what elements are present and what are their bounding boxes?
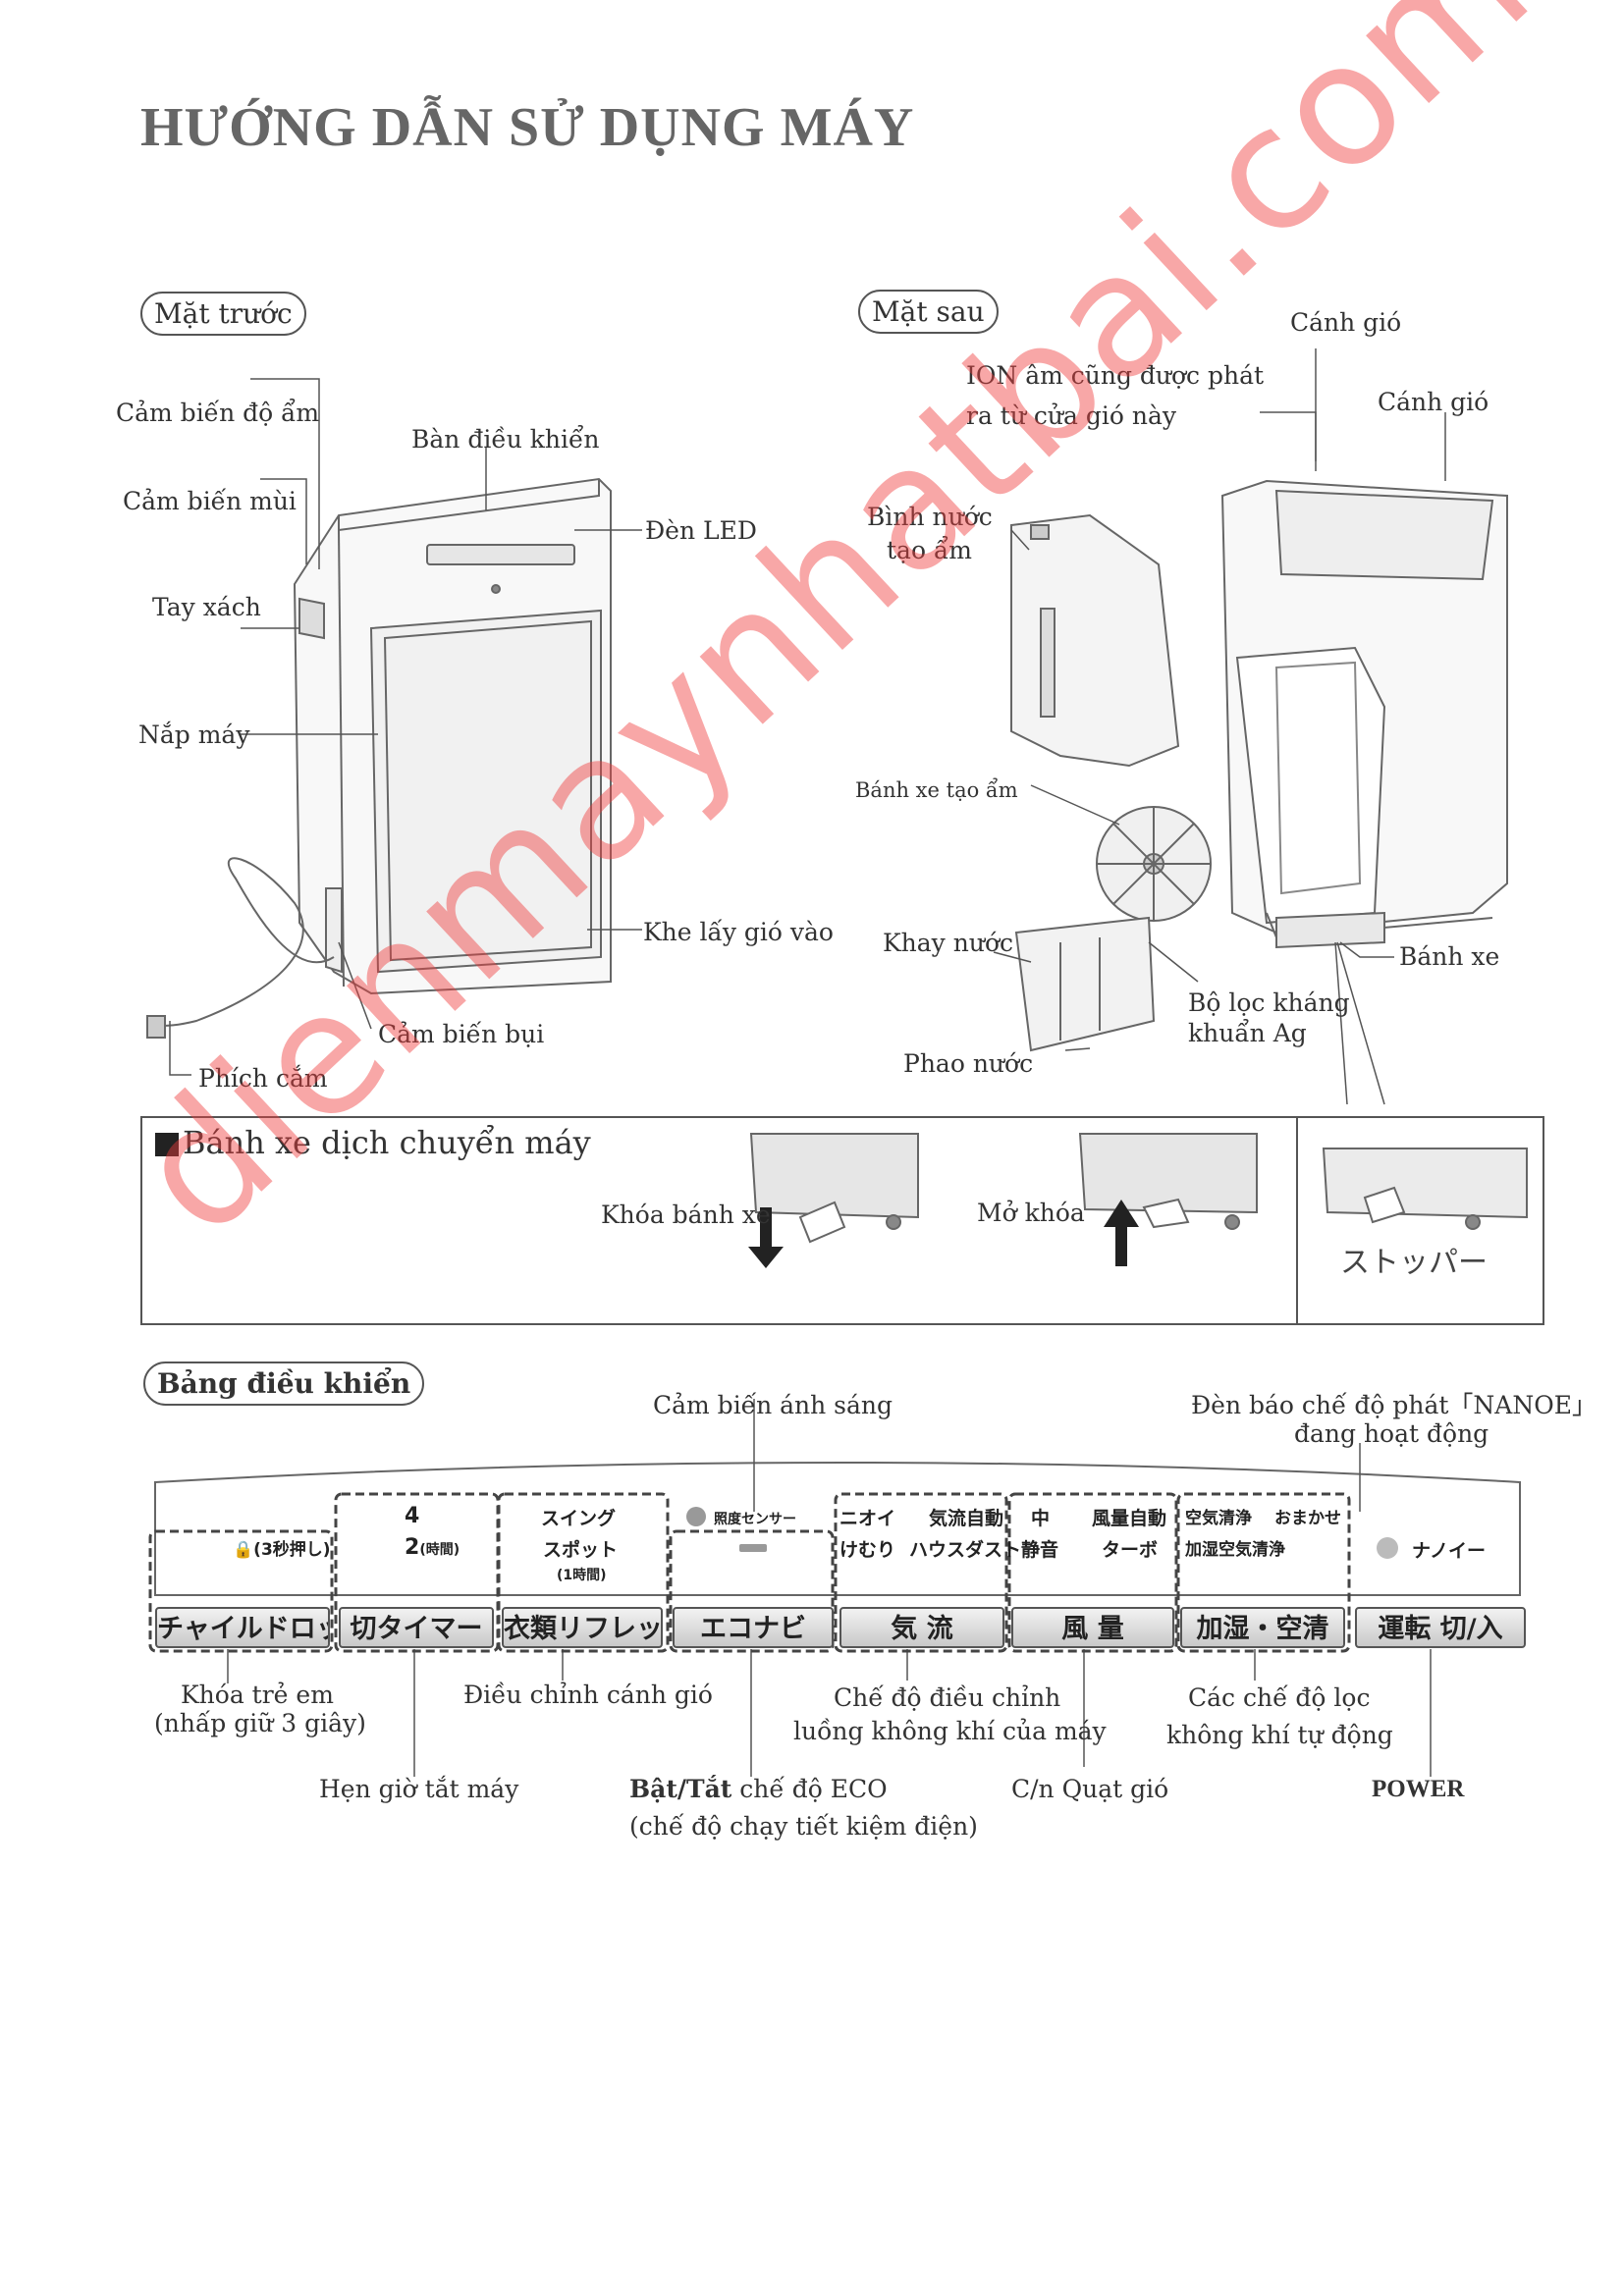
control-panel-heading: Bảng điều khiển [143,1362,425,1406]
control-panel-outline [154,1462,1521,1596]
nanoe-indicator-icon [1377,1537,1398,1559]
label-vane-right: Cánh gió [1378,388,1489,416]
child-lock-button[interactable]: チャイルドロック [155,1607,330,1648]
label-control-panel: Bàn điều khiển [411,425,600,454]
house-dust-label: ハウスダスト [909,1539,1022,1561]
label-eco-line2: (chế độ chạy tiết kiệm điện) [629,1812,978,1841]
humid-clean-label: 加湿空気清浄 [1185,1540,1285,1560]
caster-info-box [140,1116,1544,1325]
label-eco-toggle-bold: Bật/Tắt [629,1775,732,1803]
label-ag-filter-line2: khuẩn Ag [1188,1019,1307,1047]
nanoe-jp-label: ナノイー [1412,1540,1487,1562]
child-lock-subtext: 🔒(3秒押し) [233,1535,331,1560]
clothes-refresh-button[interactable]: 衣類リフレッシュ [502,1607,663,1648]
label-fan: C/n Quạt gió [1011,1775,1169,1803]
label-airflow-line2: luồng không khí của máy [793,1717,1107,1745]
label-nanoe-indicator-line1: Đèn báo chế độ phát「NANOE」 [1191,1391,1597,1419]
timer-2-unit: (時間) [419,1542,460,1558]
volume-button[interactable]: 風 量 [1011,1607,1174,1648]
label-vane-adjust: Điều chỉnh cánh gió [463,1681,713,1709]
page-title: HƯỚNG DẪN SỬ DỤNG MÁY [140,97,915,158]
back-view-heading: Mặt sau [858,290,999,334]
caster-box-heading: Bánh xe dịch chuyển máy [155,1123,591,1162]
label-ag-filter-line1: Bộ lọc kháng [1188,988,1350,1017]
timer-2-value: 2 [405,1535,420,1560]
back-unit-illustration [1010,479,1508,1052]
off-timer-button[interactable]: 切タイマー [339,1607,494,1648]
label-ion-line1: ION âm cũng được phát [966,361,1265,390]
label-power: POWER [1372,1776,1465,1802]
swing-label: スイング [541,1508,617,1529]
stopper-illustration [1322,1148,1528,1230]
label-stopper: ストッパー [1340,1246,1488,1280]
label-plug: Phích cắm [198,1064,328,1093]
label-caster: Bánh xe [1399,942,1500,971]
label-lock-caster: Khóa bánh xe [601,1201,771,1229]
label-ion-line2: ra từ cửa gió này [966,401,1176,430]
caster-lock-illustration [749,1133,919,1244]
label-light-sensor: Cảm biến ánh sáng [653,1391,893,1419]
label-eco-toggle: Bật/Tắt chế độ ECO [629,1774,888,1804]
air-clean-label: 空気清浄 [1185,1509,1252,1528]
label-led: Đèn LED [645,516,757,545]
lock-arrow-down-icon [748,1207,784,1268]
humidify-clean-button[interactable]: 加湿・空清 [1180,1607,1345,1648]
front-view-heading: Mặt trước [140,292,306,336]
label-filter-modes-line1: Các chế độ lọc [1188,1683,1371,1712]
label-eco-toggle-rest: chế độ ECO [731,1775,888,1803]
label-water-float: Phao nước [903,1049,1034,1078]
eco-navi-indicator-icon [739,1544,767,1552]
volume-auto-label: 風量自動 [1092,1508,1167,1529]
child-lock-subtext-text: (3秒押し) [253,1540,331,1560]
timer-2-label: 2(時間) [405,1535,460,1560]
caster-box-heading-text: Bánh xe dịch chuyển máy [183,1124,591,1161]
label-tank-line2: tạo ẩm [887,536,972,564]
spot-label: スポット [543,1539,619,1561]
control-panel-buttons: チャイルドロック 切タイマー 衣類リフレッシュ エコナビ 気 流 風 量 加湿・… [155,1607,1528,1648]
label-child-lock-line1: Khóa trẻ em [181,1681,334,1709]
label-tank-line1: Bình nước [867,503,993,531]
airflow-auto-label: 気流自動 [929,1508,1004,1529]
caster-unlock-illustration [1078,1133,1258,1230]
label-humidity-sensor: Cảm biến độ ẩm [116,399,320,427]
label-air-inlet: Khe lấy gió vào [643,918,834,946]
light-sensor-dot-icon [686,1507,706,1526]
label-unlock-caster: Mở khóa [977,1199,1085,1227]
label-vane-top: Cánh gió [1290,308,1402,337]
turbo-label: ターボ [1102,1539,1159,1561]
label-nanoe-indicator-line2: đang hoạt động [1294,1419,1489,1448]
label-humidifier-wheel: Bánh xe tạo ẩm [855,778,1018,802]
label-odor-sensor: Cảm biến mùi [123,487,297,515]
label-child-lock-line2: (nhấp giữ 3 giây) [154,1709,366,1737]
eco-navi-button[interactable]: エコナビ [673,1607,834,1648]
label-off-timer: Hẹn giờ tắt máy [319,1775,519,1803]
lock-icon: 🔒 [233,1540,254,1560]
odor-label: ニオイ [839,1508,896,1529]
square-bullet-icon [155,1133,179,1156]
power-button[interactable]: 運転 切/入 [1355,1607,1526,1648]
omakase-label: おまかせ [1274,1509,1341,1528]
spot-sub-label: (1時間) [557,1568,607,1583]
airflow-button[interactable]: 気 流 [839,1607,1004,1648]
label-filter-modes-line2: không khí tự động [1166,1721,1393,1749]
timer-4-label: 4 [405,1504,420,1528]
medium-label: 中 [1031,1508,1051,1529]
front-unit-illustration [146,477,612,1039]
light-sensor-jp-label: 照度センサー [714,1512,796,1527]
label-cover: Nắp máy [138,721,250,749]
quiet-label: 静音 [1021,1539,1059,1561]
label-handle: Tay xách [152,593,261,621]
unlock-arrow-up-icon [1104,1200,1139,1266]
label-airflow-line1: Chế độ điều chỉnh [834,1683,1061,1712]
label-water-tray: Khay nước [883,929,1014,957]
caster-box-divider [1296,1116,1298,1325]
label-dust-sensor: Cảm biến bụi [378,1020,545,1048]
smoke-label: けむり [839,1539,896,1561]
